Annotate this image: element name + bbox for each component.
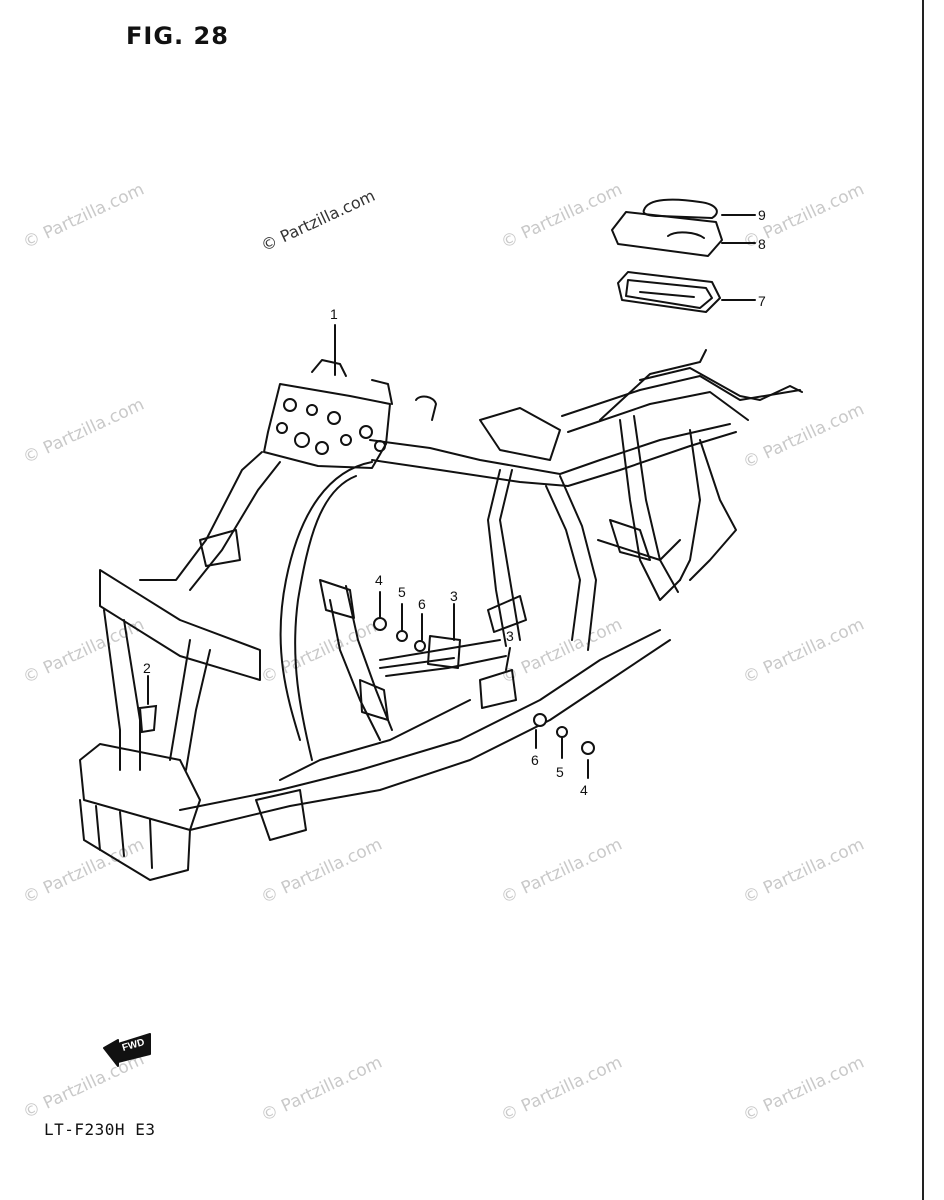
callout-9: 9 bbox=[758, 207, 766, 223]
callout-6: 6 bbox=[418, 596, 426, 612]
callout-1: 1 bbox=[330, 306, 338, 322]
callout-4: 4 bbox=[375, 572, 383, 588]
callout-8: 8 bbox=[758, 236, 766, 252]
callout-3: 3 bbox=[450, 588, 458, 604]
model-code: LT-F230H E3 bbox=[44, 1120, 156, 1139]
callout-5: 5 bbox=[398, 584, 406, 600]
callout-6: 6 bbox=[531, 752, 539, 768]
callout-5: 5 bbox=[556, 764, 564, 780]
callout-4: 4 bbox=[580, 782, 588, 798]
part-9-pad bbox=[642, 198, 718, 219]
callout-3: 3 bbox=[506, 628, 514, 644]
page-border bbox=[922, 0, 924, 1200]
figure-title: FIG. 28 bbox=[126, 22, 229, 50]
callout-7: 7 bbox=[758, 293, 766, 309]
part-8-cover bbox=[611, 211, 723, 257]
part-7-tray bbox=[617, 271, 721, 313]
head-plate bbox=[263, 359, 393, 469]
callout-2: 2 bbox=[143, 660, 151, 676]
